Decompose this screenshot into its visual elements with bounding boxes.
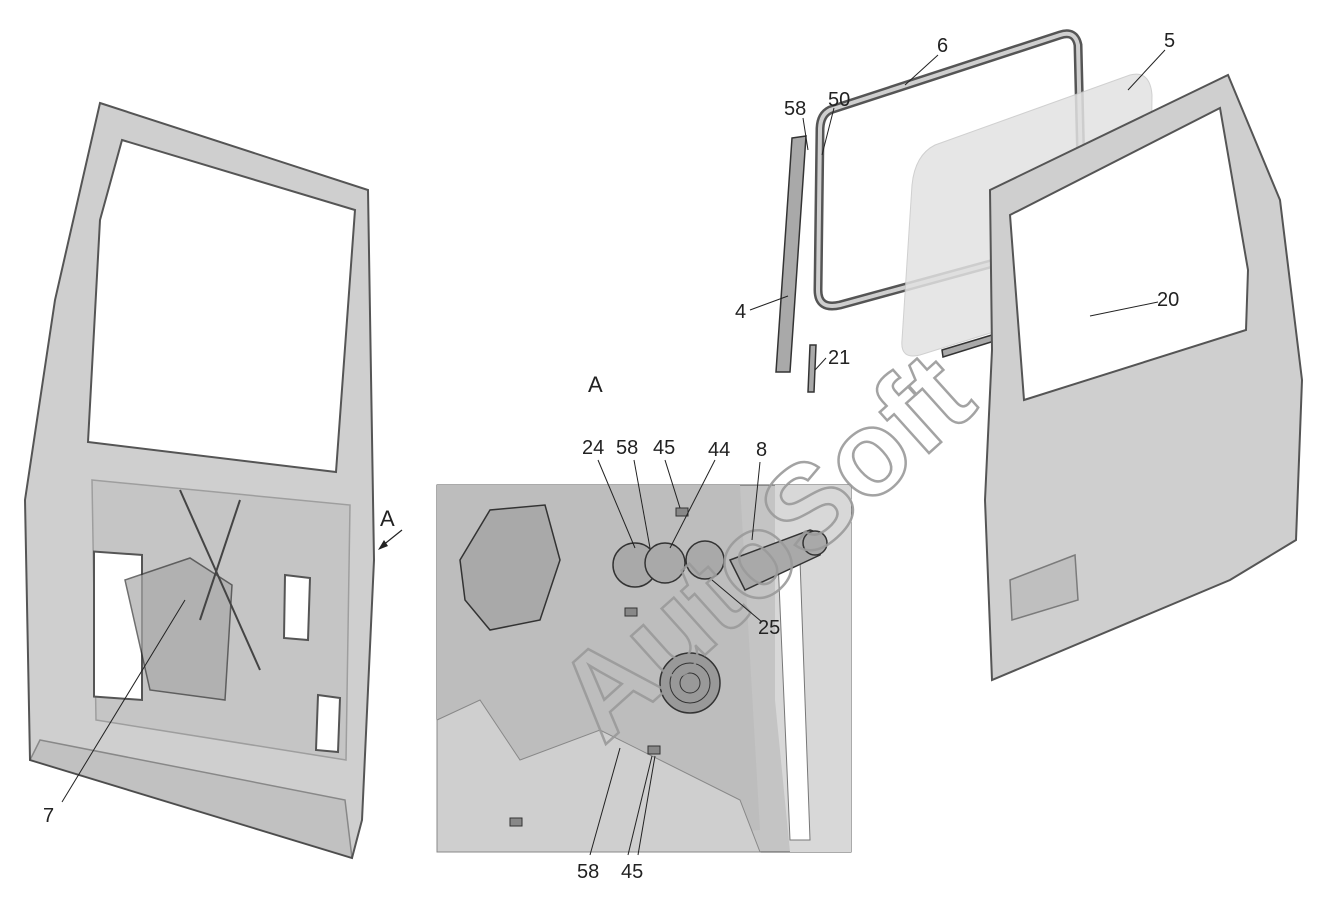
view-label-arrow: A xyxy=(380,506,395,531)
callout-24: 24 xyxy=(582,437,604,459)
callout-21: 21 xyxy=(828,347,850,369)
callout-44: 44 xyxy=(708,439,730,461)
view-a-arrow xyxy=(378,529,403,550)
callout-45-bottom: 45 xyxy=(621,861,643,883)
callout-4: 4 xyxy=(735,301,746,323)
leader-lines xyxy=(61,49,1166,856)
runner-part-4 xyxy=(775,135,807,373)
callout-20: 20 xyxy=(1157,289,1179,311)
callout-25: 25 xyxy=(758,617,780,639)
callout-8: 8 xyxy=(756,439,767,461)
view-label-inset: A xyxy=(588,372,603,397)
callout-58-top: 58 xyxy=(784,98,806,120)
callout-6: 6 xyxy=(937,35,948,57)
outer-door-panel xyxy=(983,73,1304,682)
callout-58-inset: 58 xyxy=(616,437,638,459)
callout-5: 5 xyxy=(1164,30,1175,52)
view-a-inset xyxy=(436,484,852,853)
callout-7: 7 xyxy=(43,805,54,827)
inner-door-panel xyxy=(23,101,376,860)
callout-50: 50 xyxy=(828,89,850,111)
callout-45-inset: 45 xyxy=(653,437,675,459)
callout-58-bottom: 58 xyxy=(577,861,599,883)
runner-part-21 xyxy=(807,344,817,393)
